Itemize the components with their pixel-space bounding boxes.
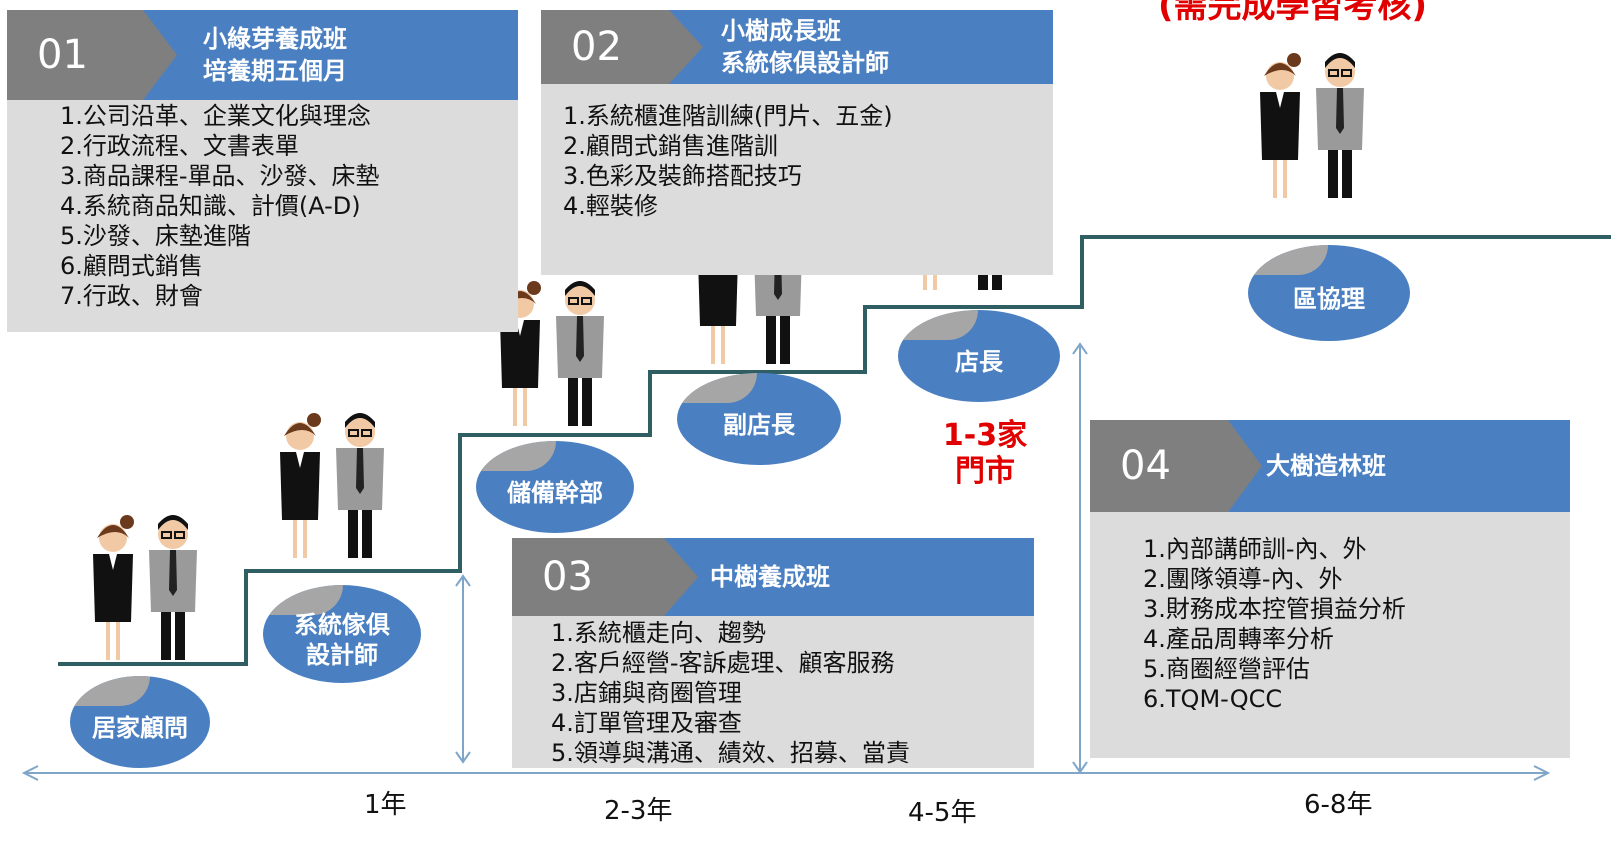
stores-note-line2: 門市: [955, 454, 1015, 489]
stores-note-line1: 1-3家: [942, 418, 1028, 453]
timeline-arrow-right: [1533, 765, 1551, 781]
staff-pair: [93, 515, 197, 660]
staff-pair: [280, 413, 384, 558]
list-item: 5.商圈經營評估: [1143, 655, 1310, 683]
year-label-4: 6-8年: [1304, 790, 1373, 820]
list-item: 2.顧問式銷售進階訓: [563, 132, 778, 160]
list-item: 2.客戶經營-客訴處理、顧客服務: [551, 649, 895, 677]
list-item: 4.訂單管理及審查: [551, 709, 742, 737]
program-01-header: 01 小綠芽養成班 培養期五個月: [7, 10, 518, 100]
program-02-number: 02: [541, 10, 703, 84]
program-01-title-line1: 小綠芽養成班: [203, 25, 347, 53]
program-02-items: 1.系統櫃進階訓練(門片、五金) 2.顧問式銷售進階訓 3.色彩及裝飾搭配技巧 …: [563, 101, 893, 221]
program-03-title-line1: 中樹養成班: [710, 563, 830, 591]
program-01-title: 小綠芽養成班 培養期五個月: [143, 10, 518, 100]
list-item: 4.產品周轉率分析: [1143, 625, 1334, 653]
list-item: 1.系統櫃走向、趨勢: [551, 619, 766, 647]
role-system-furniture-designer: 系統傢俱設計師: [263, 585, 421, 683]
list-item: 4.輕裝修: [563, 192, 658, 220]
role-label: 區協理: [1293, 285, 1365, 313]
list-item: 1.公司沿革、企業文化與理念: [60, 102, 371, 130]
program-04-items: 1.內部講師訓-內、外 2.團隊領導-內、外 3.財務成本控管損益分析 4.產品…: [1143, 534, 1406, 714]
program-02-title-line1: 小樹成長班: [721, 17, 841, 45]
role-home-consultant: 居家顧問: [70, 676, 210, 768]
list-item: 2.團隊領導-內、外: [1143, 565, 1343, 593]
assessment-note: (需完成學習考核): [1158, 0, 1428, 26]
program-01-number: 01: [7, 10, 177, 100]
year-label-3: 4-5年: [908, 798, 977, 828]
year-label-2: 2-3年: [604, 796, 673, 826]
program-02-title: 小樹成長班 系統傢俱設計師: [669, 10, 1053, 84]
staff-pair: [1260, 53, 1364, 198]
list-item: 3.色彩及裝飾搭配技巧: [563, 162, 802, 190]
list-item: 3.商品課程-單品、沙發、床墊: [60, 162, 380, 190]
role-label: 儲備幹部: [507, 479, 603, 507]
program-01-title-line2: 培養期五個月: [203, 57, 347, 85]
list-item: 2.行政流程、文書表單: [60, 132, 299, 160]
role-label: 設計師: [306, 641, 378, 669]
list-item: 7.行政、財會: [60, 282, 203, 310]
program-03-number: 03: [512, 538, 698, 616]
timeline-arrow-left: [21, 765, 39, 781]
role-reserve-cadre: 儲備幹部: [476, 441, 634, 533]
list-item: 6.顧問式銷售: [60, 252, 203, 280]
stores-note: 1-3家 門市: [930, 418, 1040, 490]
program-04-title: 大樹造林班: [1228, 420, 1570, 512]
program-04-header: 04 大樹造林班: [1090, 420, 1570, 512]
list-item: 5.領導與溝通、績效、招募、當責: [551, 739, 910, 767]
stair-line: [58, 235, 1611, 666]
list-item: 4.系統商品知識、計價(A-D): [60, 192, 361, 220]
list-item: 1.內部講師訓-內、外: [1143, 535, 1367, 563]
program-04-number: 04: [1090, 420, 1262, 512]
role-store-manager: 店長: [898, 310, 1060, 402]
role-area-assistant-manager: 區協理: [1248, 245, 1410, 341]
list-item: 6.TQM-QCC: [1143, 685, 1283, 713]
role-label: 店長: [955, 348, 1003, 376]
role-label: 系統傢俱: [294, 611, 390, 639]
program-01-items: 1.公司沿革、企業文化與理念 2.行政流程、文書表單 3.商品課程-單品、沙發、…: [60, 101, 380, 311]
role-deputy-store-manager: 副店長: [677, 373, 841, 465]
staff-pair: [500, 281, 604, 426]
program-03-title: 中樹養成班: [664, 538, 1034, 616]
program-04-title-line1: 大樹造林班: [1266, 452, 1386, 480]
role-label: 副店長: [723, 411, 795, 439]
list-item: 5.沙發、床墊進階: [60, 222, 251, 250]
year-label-1: 1年: [364, 790, 407, 820]
program-02-title-line2: 系統傢俱設計師: [721, 49, 889, 77]
role-label: 居家顧問: [92, 714, 188, 742]
program-03-items: 1.系統櫃走向、趨勢 2.客戶經營-客訴處理、顧客服務 3.店鋪與商圈管理 4.…: [551, 618, 910, 768]
list-item: 3.店鋪與商圈管理: [551, 679, 742, 707]
program-03-header: 03 中樹養成班: [512, 538, 1034, 616]
list-item: 1.系統櫃進階訓練(門片、五金): [563, 102, 893, 130]
program-02-header: 02 小樹成長班 系統傢俱設計師: [541, 10, 1053, 84]
list-item: 3.財務成本控管損益分析: [1143, 595, 1406, 623]
